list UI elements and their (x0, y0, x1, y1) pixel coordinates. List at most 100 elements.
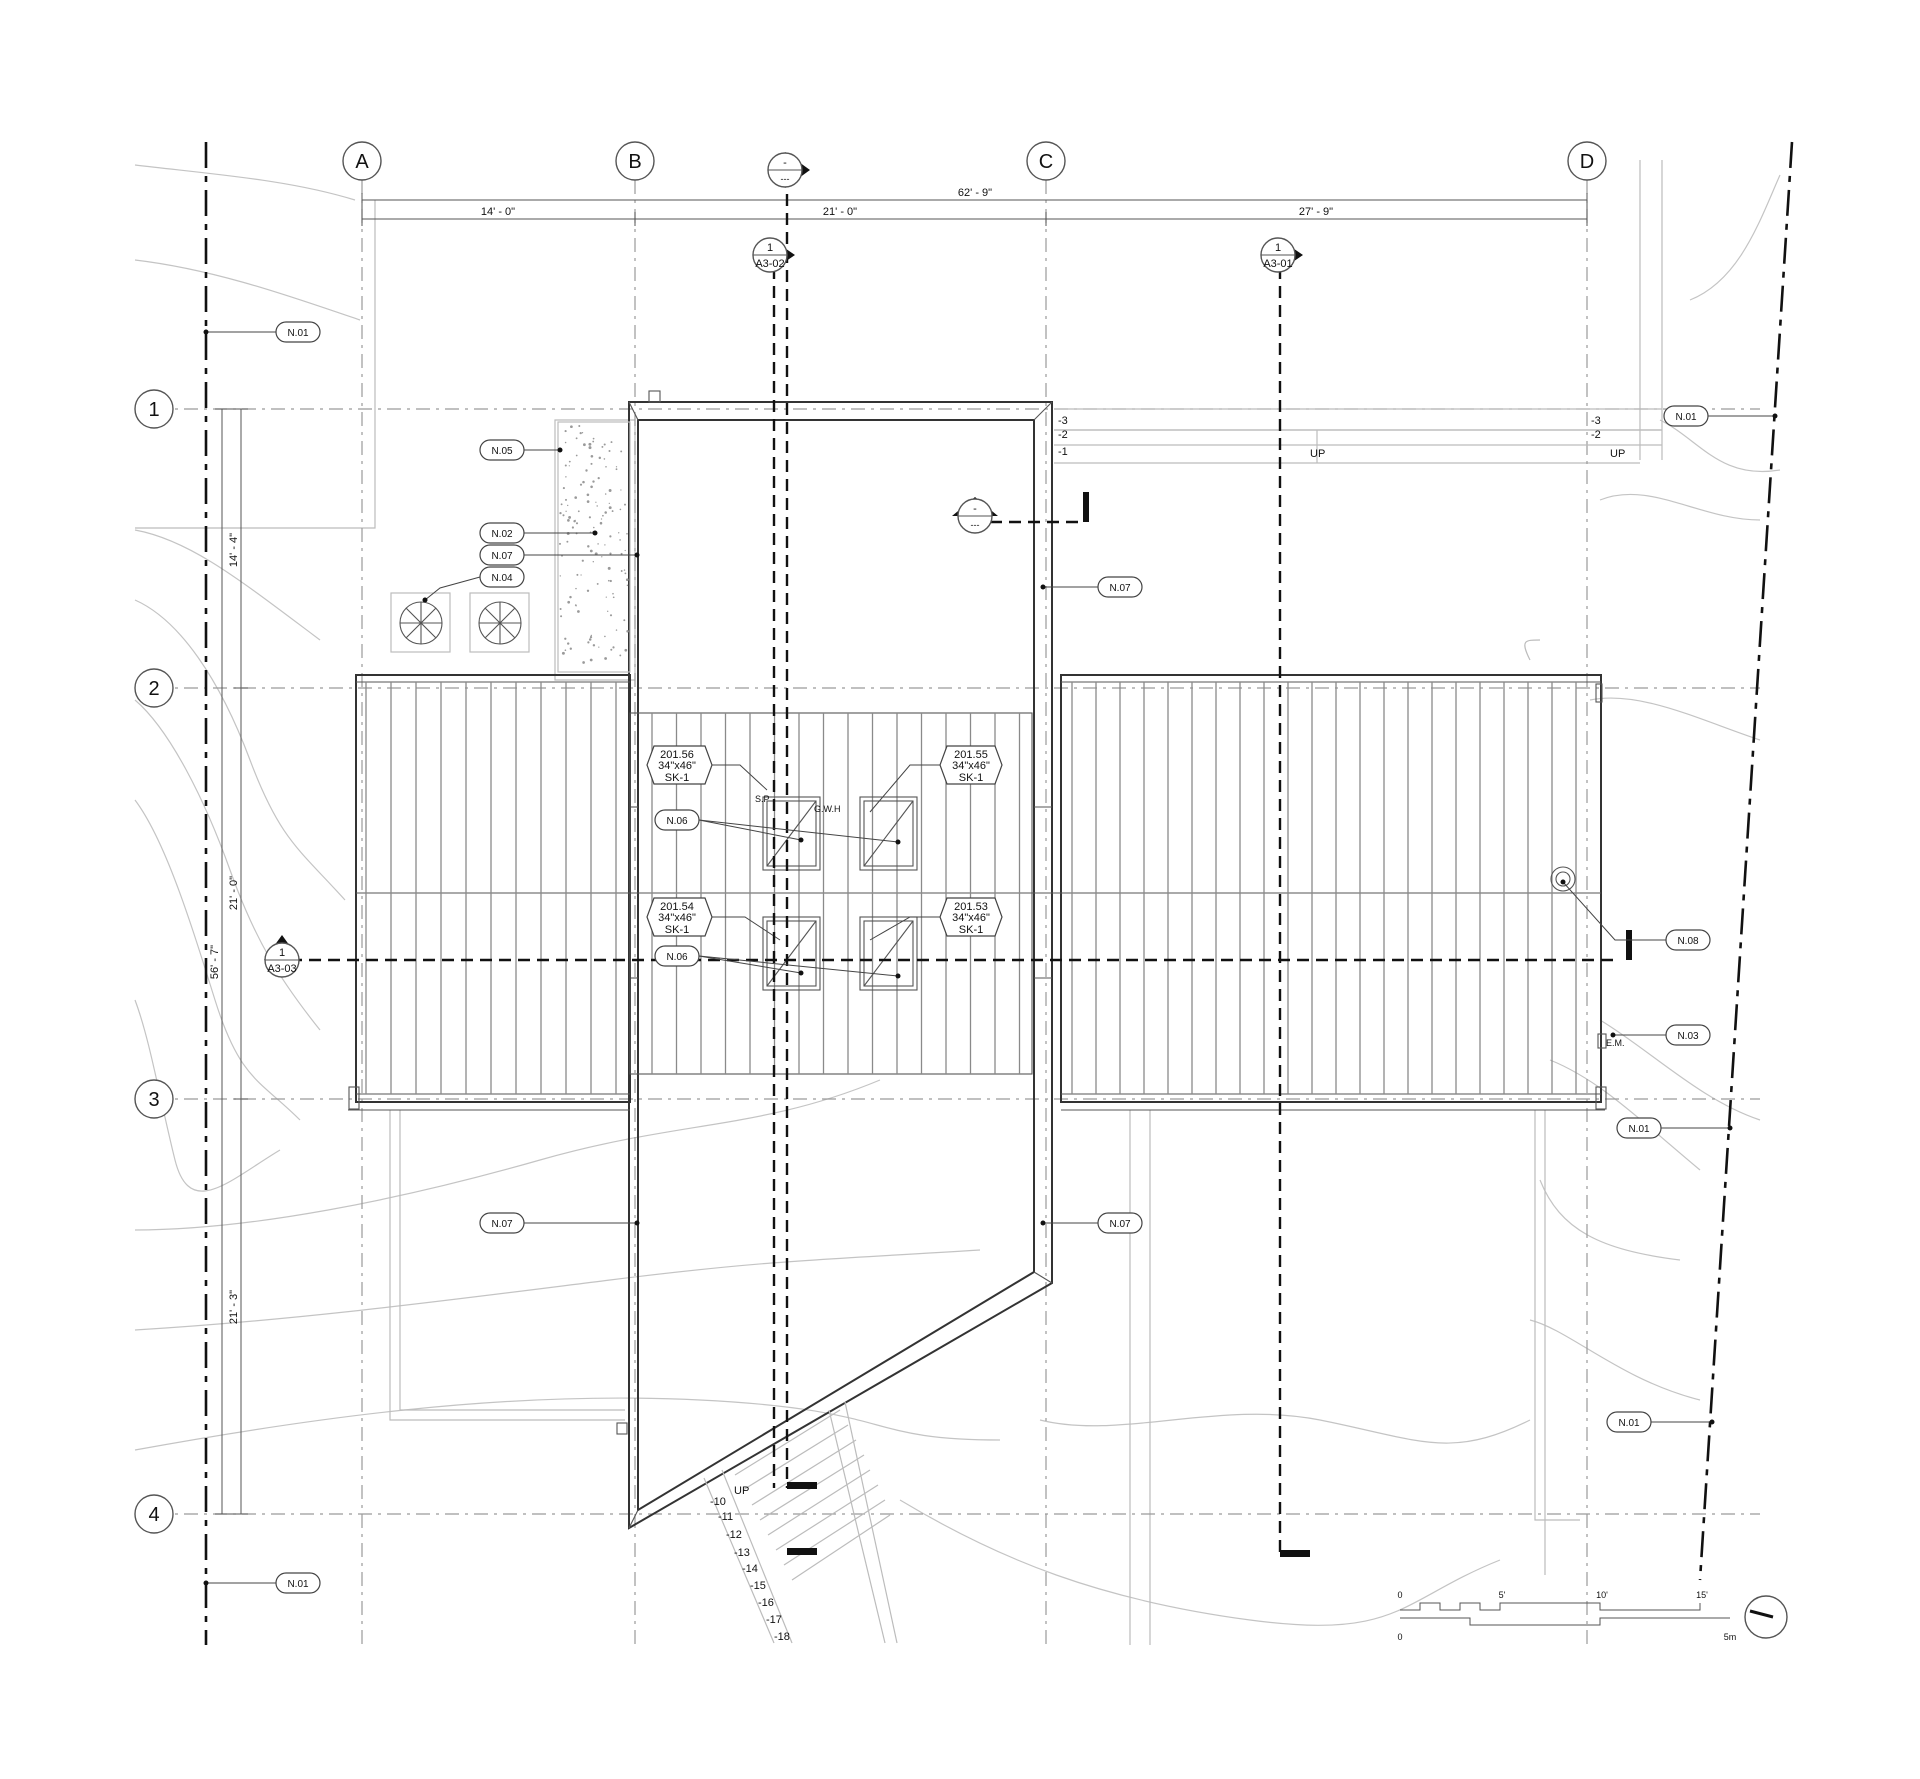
gravel-speck (562, 514, 565, 517)
gravel-speck (562, 487, 565, 490)
north-arrow-icon (1744, 1595, 1788, 1639)
gravel-speck (620, 552, 623, 555)
gravel-speck (586, 493, 590, 497)
gravel-speck (579, 483, 583, 486)
lower-stair-up: UP (734, 1485, 749, 1497)
gravel-speck (605, 596, 607, 598)
gravel-speck (598, 646, 600, 648)
dim-cd: 27' - 9" (1299, 206, 1333, 218)
gravel-speck (567, 642, 570, 645)
gravel-speck (604, 511, 607, 514)
gravel-speck (615, 468, 618, 471)
gravel-speck (620, 570, 623, 572)
dim-overall-width: 62' - 9" (958, 187, 992, 199)
gravel-speck (601, 445, 604, 448)
gravel-speck (589, 658, 593, 662)
keynote-tag: N.07 (1040, 576, 1143, 598)
section-cut-lines (290, 175, 1618, 1555)
gravel-speck (587, 641, 590, 644)
dim-r23: 21' - 0" (228, 876, 240, 910)
keynote-tag: N.04 (422, 566, 525, 603)
gravel-speck (590, 485, 593, 489)
gravel-speck (588, 446, 592, 450)
keynote-tag: N.07 (1040, 1212, 1143, 1234)
skylight-tag-number: 201.55 (954, 749, 988, 761)
gravel-speck (581, 432, 584, 434)
gravel-speck (603, 458, 606, 460)
label-gas-water-heater: G.W.H (814, 804, 841, 814)
gravel-speck (564, 430, 567, 433)
gravel-speck (607, 579, 610, 582)
gravel-speck (620, 450, 623, 453)
lower-step-17: -17 (766, 1614, 782, 1626)
section-marker-sheet: --- (971, 520, 980, 530)
keynote-tag: N.06 (654, 945, 901, 979)
roof-vent-icon (1550, 866, 1576, 892)
gravel-speck (574, 604, 577, 606)
lower-step-14: -14 (742, 1563, 758, 1575)
gravel-speck (577, 510, 580, 513)
skylight-tag-size: 34"x46" (658, 760, 696, 772)
keynote-label: N.08 (1677, 936, 1699, 947)
skylight-tag-type: SK-1 (665, 924, 689, 936)
gravel-speck (560, 615, 563, 618)
gravel-speck (561, 651, 565, 655)
keynote-label: N.03 (1677, 1031, 1699, 1042)
gravel-speck (567, 504, 569, 507)
gravel-speck (604, 544, 606, 546)
section-marker-sheet: A3-03 (267, 963, 296, 975)
gravel-speck (585, 469, 588, 472)
left-dimensions: 56' - 7" 14' - 4" 21' - 0" 21' - 3" (209, 408, 248, 1515)
keynote-label: N.01 (287, 1579, 309, 1590)
gravel-speck (610, 441, 613, 444)
gravel-speck (586, 589, 590, 592)
gravel-speck (609, 552, 612, 555)
gravel-speck (582, 661, 585, 664)
keynote-tag: N.03 (1610, 1024, 1711, 1046)
gravel-speck (619, 508, 622, 511)
lower-step-12: -12 (726, 1529, 742, 1541)
gravel-speck (588, 516, 591, 519)
site-context-outlines (135, 160, 1663, 1645)
gravel-speck (577, 610, 580, 613)
gravel-speck (597, 476, 600, 480)
gravel-speck (564, 649, 567, 652)
gravel-speck (565, 510, 567, 512)
gravel-speck (564, 637, 567, 640)
dim-ab: 14' - 0" (481, 206, 515, 218)
gravel-speck (596, 505, 598, 507)
keynote-label: N.02 (491, 529, 513, 540)
gravel-speck (568, 460, 571, 463)
keynote-label: N.01 (1618, 1418, 1640, 1429)
gravel-speck (592, 480, 595, 483)
dim-r34: 21' - 3" (228, 1290, 240, 1324)
gravel-speck (620, 489, 622, 491)
gravel-speck (592, 561, 594, 563)
gravel-speck (571, 526, 575, 529)
condenser-unit-icon (469, 592, 530, 653)
lower-step-13: -13 (734, 1547, 750, 1559)
upper-step-a: -3 (1058, 415, 1068, 427)
section-marker-sheet: A3-02 (755, 258, 784, 270)
section-marker-id: - (973, 503, 977, 515)
gravel-speck (604, 657, 607, 660)
gravel-speck (575, 587, 577, 590)
gravel-speck (604, 493, 607, 495)
gravel-speck (619, 654, 622, 657)
gravel-speck (590, 634, 592, 637)
section-marker-icon: 1 A3-02 (752, 237, 795, 273)
gravel-speck (592, 644, 596, 647)
gravel-speck (558, 542, 562, 545)
section-marker-sheet: --- (781, 174, 790, 184)
grid-label-a: A (355, 151, 369, 173)
gravel-speck (597, 543, 599, 545)
gravel-speck (581, 559, 584, 562)
grid-label-3: 3 (148, 1089, 159, 1111)
condenser-unit-icon (390, 592, 451, 653)
roof-seams (365, 682, 1577, 1094)
section-end-marks (787, 492, 1632, 1557)
upper-step-b: -2 (1058, 429, 1068, 441)
gravel-speck (564, 441, 567, 444)
gravel-speck (599, 521, 603, 525)
gravel-speck (610, 648, 613, 651)
